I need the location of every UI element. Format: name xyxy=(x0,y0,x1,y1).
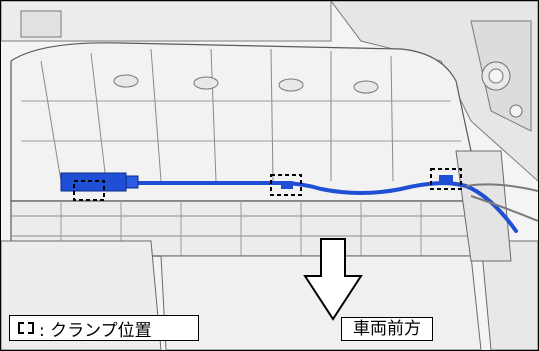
cable xyxy=(129,181,518,233)
legend-text: : クランプ位置 xyxy=(39,320,152,341)
direction-label: 車両前方 xyxy=(341,317,433,341)
connector xyxy=(60,172,127,192)
clamp-left xyxy=(73,180,105,201)
clamp-middle xyxy=(270,174,302,196)
legend: : クランプ位置 xyxy=(9,315,199,341)
clamp-right xyxy=(430,168,462,190)
dashed-box-icon xyxy=(18,322,34,334)
down-arrow-icon xyxy=(303,238,363,321)
